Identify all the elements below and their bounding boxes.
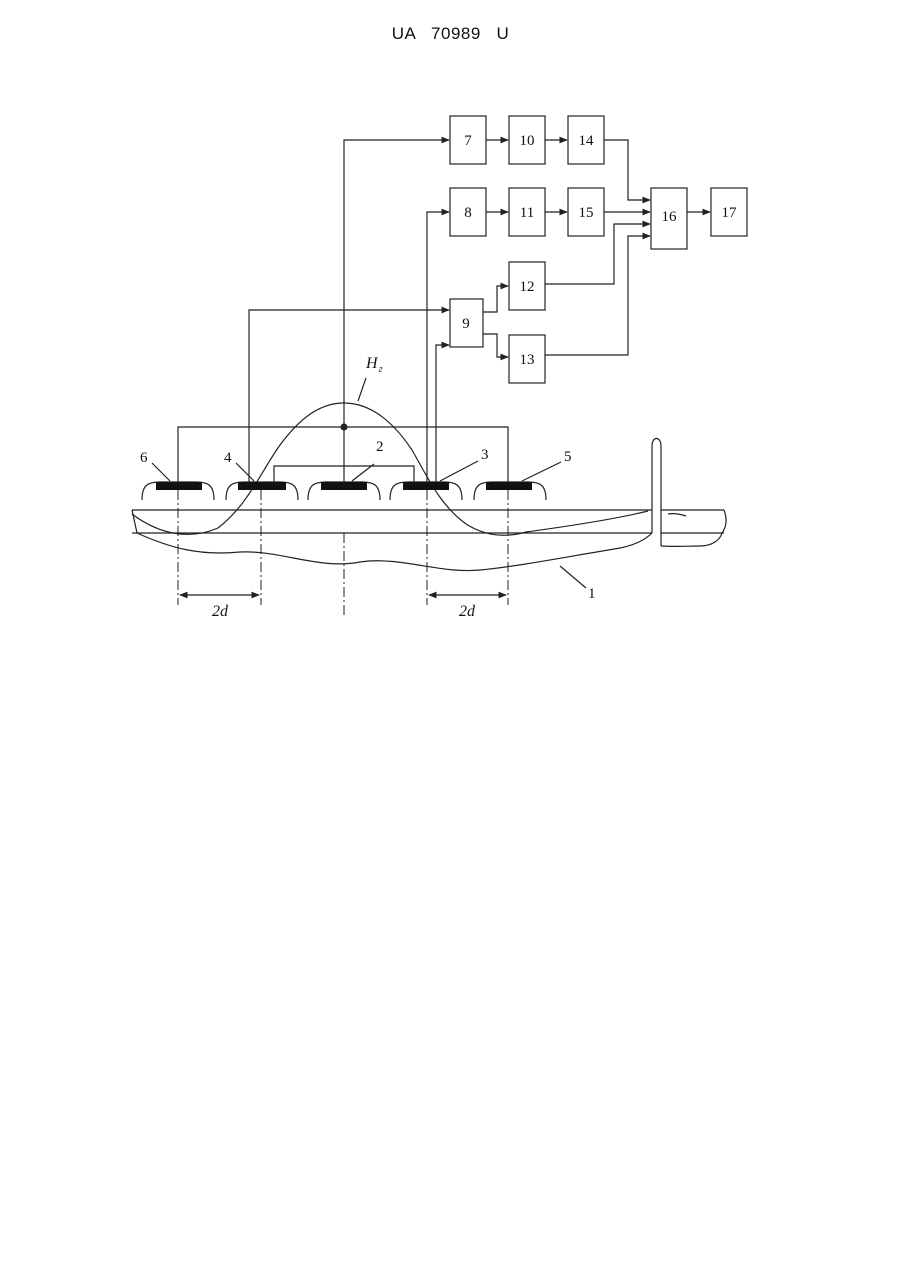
block-15: 15 — [568, 188, 604, 236]
dimension-left-label: 2d — [212, 603, 229, 620]
pipe-label: 1 — [588, 586, 596, 602]
block-12-label: 12 — [520, 279, 535, 295]
sensor-6-label: 6 — [140, 450, 148, 466]
block-11-label: 11 — [520, 205, 534, 221]
block-13: 13 — [509, 335, 545, 383]
block-11: 11 — [509, 188, 545, 236]
block-14: 14 — [568, 116, 604, 164]
block-10: 10 — [509, 116, 545, 164]
field-label: Hг — [365, 355, 383, 375]
block-17: 17 — [711, 188, 747, 236]
sensor-2: 2 — [308, 439, 384, 500]
sensor-3: 3 — [390, 447, 489, 500]
block-9-label: 9 — [462, 316, 470, 332]
pipe-wall: 1 — [132, 439, 726, 603]
block-13-label: 13 — [520, 352, 535, 368]
sensor-2-label: 2 — [376, 439, 384, 455]
block-7: 7 — [450, 116, 486, 164]
block-10-label: 10 — [520, 133, 535, 149]
dimension-right: 2d — [429, 595, 506, 620]
sensor-4-label: 4 — [224, 450, 232, 466]
block-12: 12 — [509, 262, 545, 310]
sensor-3-label: 3 — [481, 447, 489, 463]
block-7-label: 7 — [464, 133, 472, 149]
field-leader — [358, 378, 366, 401]
block-17-label: 17 — [722, 205, 738, 221]
field-curve — [132, 403, 648, 535]
block-15-label: 15 — [579, 205, 594, 221]
block-9: 9 — [450, 299, 483, 347]
sensor-6: 6 — [140, 450, 214, 500]
sensor-5: 5 — [474, 449, 572, 500]
block-8: 8 — [450, 188, 486, 236]
dimension-right-label: 2d — [459, 603, 476, 620]
sensor-5-label: 5 — [564, 449, 572, 465]
block-14-label: 14 — [579, 133, 595, 149]
block-16: 16 — [651, 188, 687, 249]
block-8-label: 8 — [464, 205, 472, 221]
block-16-label: 16 — [662, 209, 678, 225]
dimension-left: 2d — [180, 595, 259, 620]
